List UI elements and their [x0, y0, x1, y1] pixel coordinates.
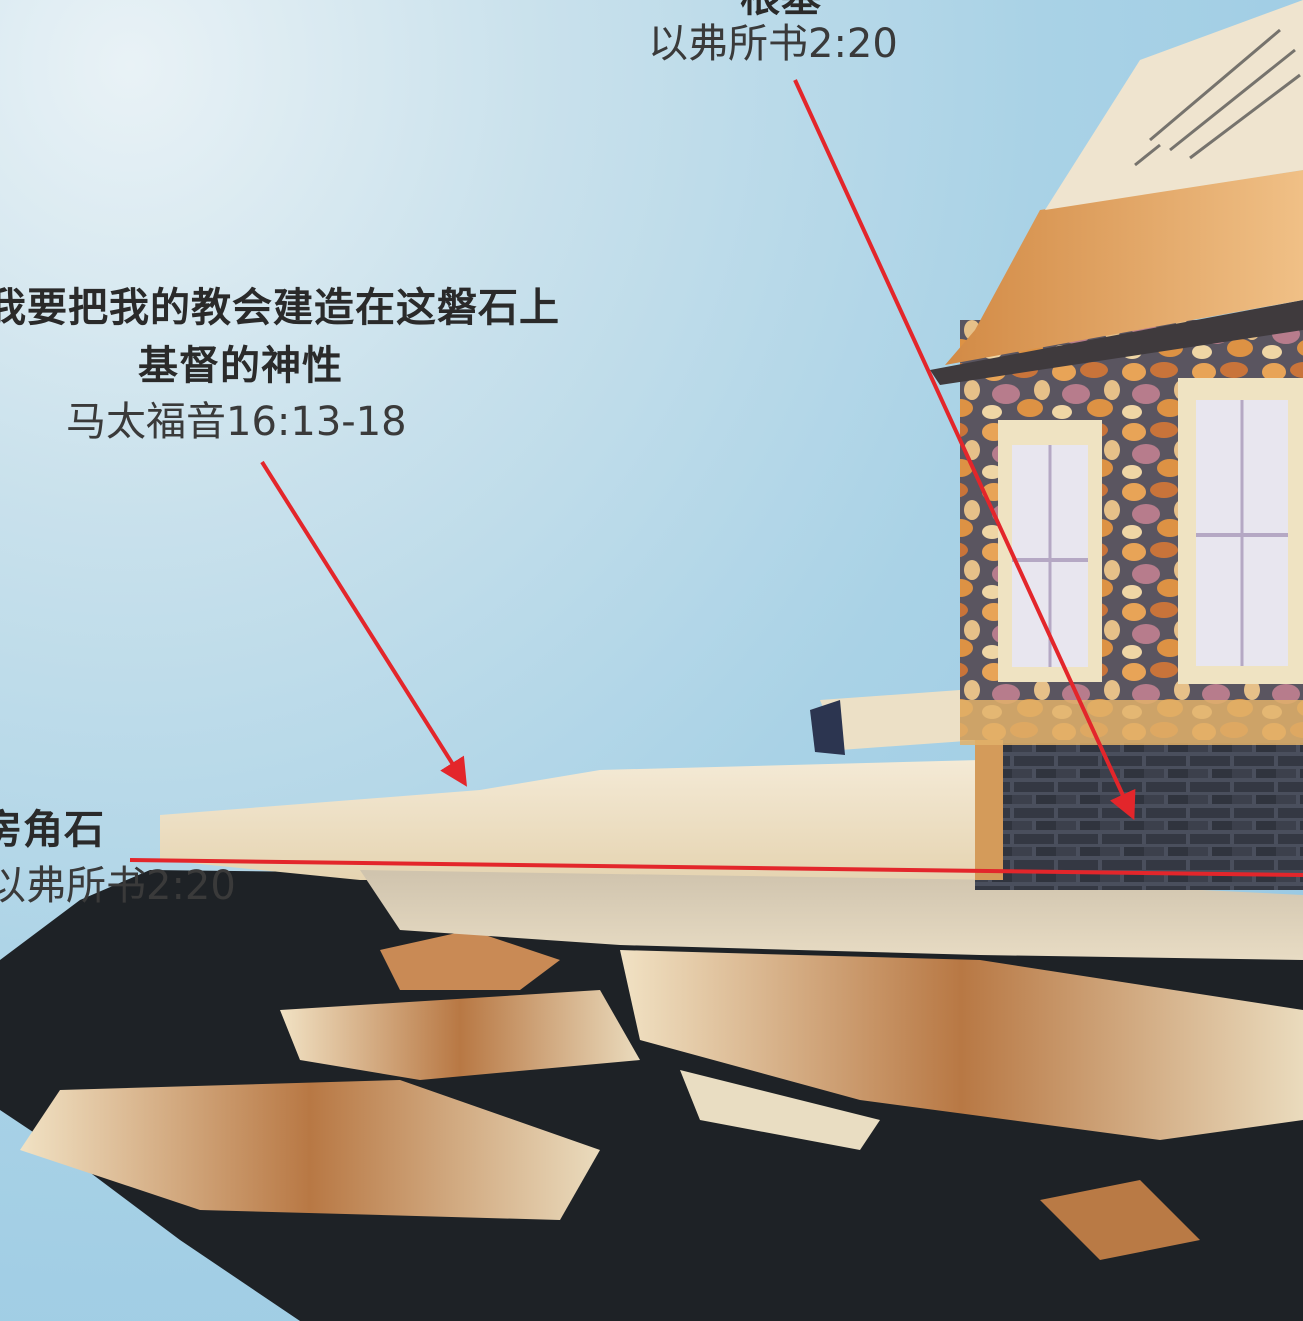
- rock-subtitle: 基督的神性: [138, 343, 343, 389]
- rock-ledge-4: [680, 1070, 880, 1150]
- rock-ledge-1: [280, 990, 640, 1080]
- cornerstone-reference: 以弗所书2:20: [0, 863, 236, 909]
- rock-ledge-3: [620, 950, 1303, 1140]
- rock-ledge-2: [20, 1080, 600, 1220]
- church-roof-eave: [930, 300, 1303, 385]
- church-brick-base: [975, 740, 1303, 890]
- rock-arrow: [260, 460, 467, 787]
- church-roof-fascia: [945, 170, 1303, 365]
- rock-reference: 马太福音16:13-18: [66, 399, 407, 445]
- church-stone-band: [960, 700, 1303, 745]
- cornerstone-line: [129, 858, 1303, 877]
- back-rock-block: [820, 690, 980, 750]
- church-roof-top: [1045, 0, 1303, 210]
- rock-title: 我要把我的教会建造在这磐石上: [0, 285, 560, 331]
- rock-ledge-6: [1040, 1180, 1200, 1260]
- church-corner-post: [975, 740, 1003, 880]
- roof-shingle-lines: [1134, 28, 1301, 167]
- foundation-arrow: [793, 79, 1136, 821]
- foundation-title: 根基: [740, 0, 822, 20]
- cornerstone-title: 房角石: [0, 807, 105, 853]
- back-rock-shadow: [810, 700, 845, 755]
- rock-ledge-5: [380, 930, 560, 990]
- rock-slab-underside: [360, 870, 1303, 960]
- foundation-reference: 以弗所书2:20: [648, 21, 898, 67]
